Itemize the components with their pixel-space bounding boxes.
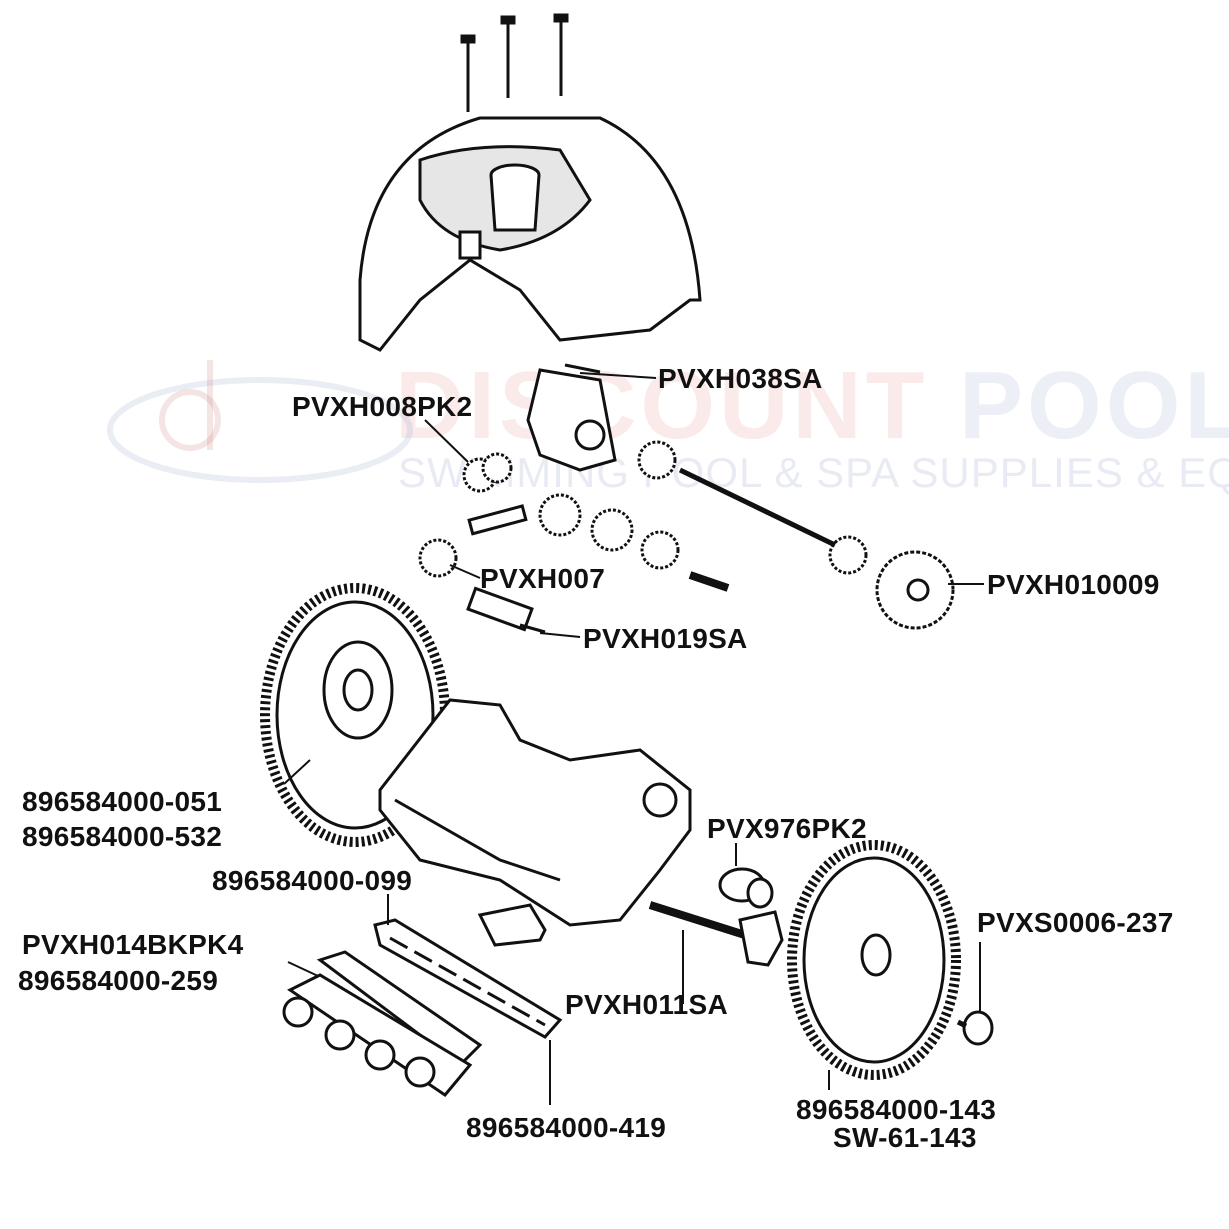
label-turbine-shaft: PVXH019SA: [583, 623, 748, 654]
watermark-logo: [107, 360, 413, 483]
label-roller-1: PVXH014BKPK4: [22, 929, 244, 960]
chassis: [378, 698, 692, 927]
left-wheel: [260, 583, 450, 847]
watermark-brand-blue: POOL MART: [959, 352, 1229, 459]
label-skirt: 896584000-099: [212, 865, 413, 896]
label-axle: PVXH011SA: [565, 989, 729, 1020]
label-right-wheel-2: SW-61-143: [833, 1122, 977, 1153]
watermark-brand-red: DISCOUNT: [395, 352, 929, 459]
label-gear-pair: PVXH008PK2: [292, 391, 473, 422]
axle-part: [648, 901, 784, 967]
label-left-wheel-1: 896584000-051: [22, 786, 223, 817]
cap-part: [956, 1010, 994, 1046]
label-hub: PVXH010009: [987, 569, 1160, 600]
label-left-wheel-2: 896584000-532: [22, 821, 223, 852]
roller-part: [282, 950, 483, 1098]
hub-part: [875, 550, 955, 630]
skirt-part: [373, 918, 563, 1039]
right-wheel: [787, 840, 961, 1080]
drive-shaft: [678, 467, 837, 548]
leader-lines: [283, 372, 984, 1105]
label-skirt-strip: 896584000-419: [466, 1112, 667, 1143]
clip: [467, 504, 528, 536]
screws: [460, 13, 569, 112]
label-cap: PVXS0006-237: [977, 907, 1174, 938]
label-pinion: PVXH007: [480, 563, 606, 594]
label-roller-2: 896584000-259: [18, 965, 219, 996]
label-bearing: PVX976PK2: [707, 813, 867, 844]
bearing-part: [718, 867, 774, 909]
label-impeller: PVXH038SA: [658, 363, 823, 394]
watermark-tagline: SWIMMING POOL & SPA SUPPLIES & EQUIPMENT: [398, 449, 1229, 496]
top-cover: [358, 116, 702, 352]
impeller-part: [526, 363, 617, 472]
label-right-wheel-1: 896584000-143: [796, 1094, 997, 1125]
watermark-brand: DISCOUNT POOL MART: [395, 358, 1229, 454]
turbine-shaft-part: [466, 586, 546, 634]
gears: [418, 440, 868, 578]
block: [477, 903, 547, 947]
pin: [688, 571, 730, 592]
